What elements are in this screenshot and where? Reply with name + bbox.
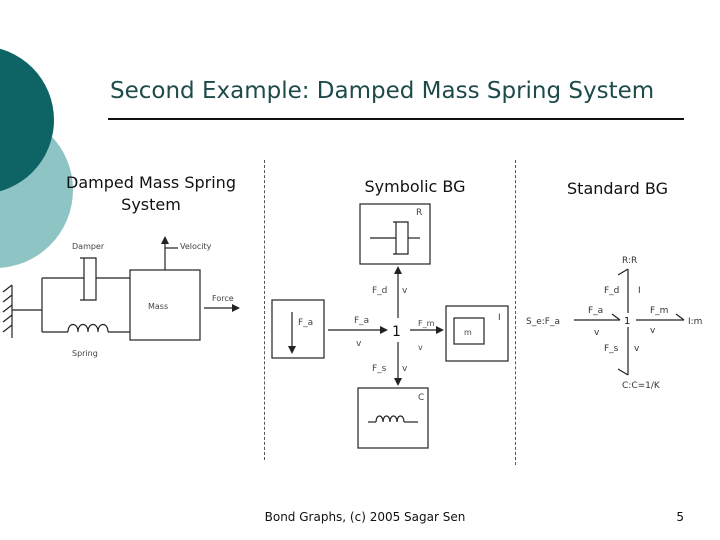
symbolic-bg-heading: Symbolic BG (364, 177, 466, 196)
label-fa: F_a (354, 316, 369, 326)
std-fs: F_s (604, 344, 619, 354)
corner-decoration (0, 48, 73, 268)
std-v-a: v (594, 328, 600, 338)
symbolic-junction-1: 1 (392, 324, 401, 340)
label-v-s: v (402, 364, 408, 374)
label-m: m (464, 328, 472, 337)
standard-bg-heading: Standard BG (567, 179, 668, 198)
std-im: I:m (688, 317, 702, 327)
symbolic-r-box (359, 203, 431, 265)
symbolic-spring (375, 415, 405, 423)
standard-bg-diagram: R:R F_d I F_a F_m S_e:F_a 1 I:m v v F_s … (526, 256, 702, 391)
symbolic-mass (453, 317, 485, 345)
decor-circle-dark (0, 48, 54, 192)
label-v-a: v (356, 339, 362, 349)
std-fd: F_d (604, 286, 619, 296)
label-force: Force (212, 294, 234, 303)
symbolic-bg-diagram: R F_d v F_a F_a v 1 F_m v I m F_s v C (271, 203, 509, 449)
column-divider-left (264, 160, 265, 460)
label-fd: F_d (372, 286, 387, 296)
physical-system-diagram: Damper Velocity Mass Force Spring (2, 236, 240, 358)
std-c: C:C=1/K (622, 381, 661, 391)
label-velocity: Velocity (180, 242, 212, 251)
std-fm: F_m (650, 306, 668, 316)
label-fm: F_m (418, 319, 435, 328)
symbolic-i-box (445, 305, 509, 362)
physical-system-heading: Damped Mass Spring System (66, 173, 236, 214)
footer-text: Bond Graphs, (c) 2005 Sagar Sen (264, 510, 466, 524)
symbolic-fa-box (271, 299, 325, 359)
column-divider-right (515, 160, 516, 465)
std-v-m: v (650, 326, 656, 336)
std-fa: F_a (588, 306, 603, 316)
slide-title: Second Example: Damped Mass Spring Syste… (110, 78, 655, 104)
label-v-m: v (418, 343, 423, 352)
label-fa-box: F_a (298, 318, 313, 328)
label-mass: Mass (148, 302, 168, 311)
label-damper: Damper (72, 242, 105, 251)
label-r: R (416, 208, 422, 218)
std-r: R:R (622, 256, 637, 266)
title-underline (108, 118, 684, 120)
std-junction-1: 1 (624, 316, 630, 327)
label-fs: F_s (372, 364, 387, 374)
label-spring: Spring (72, 349, 98, 358)
page-number: 5 (676, 510, 684, 524)
std-v-s: v (634, 344, 640, 354)
std-i-d: I (638, 286, 641, 296)
label-v-d: v (402, 286, 408, 296)
label-c: C (418, 393, 424, 403)
std-se: S_e:F_a (526, 317, 560, 327)
symbolic-c-box (357, 387, 429, 449)
spring (67, 323, 109, 333)
label-i: I (498, 313, 501, 323)
